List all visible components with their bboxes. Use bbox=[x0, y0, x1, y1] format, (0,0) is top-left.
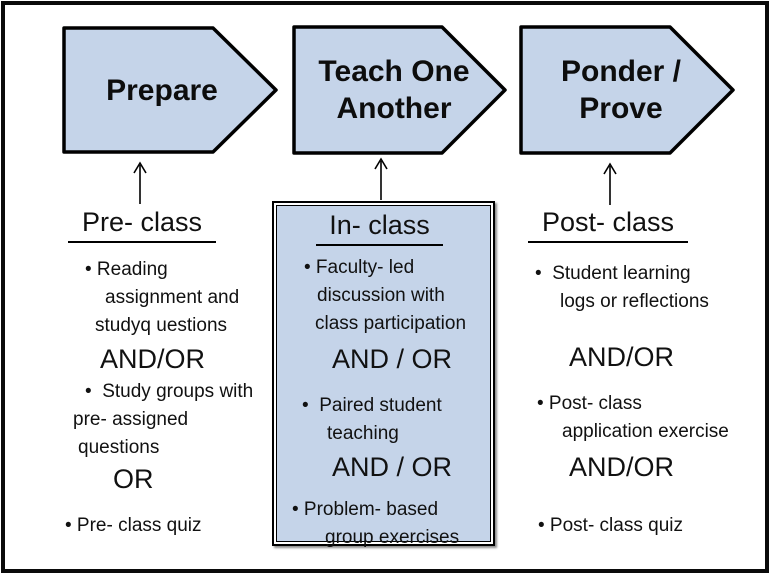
list-item: logs or reflections bbox=[560, 291, 709, 312]
post-class-heading: Post- class bbox=[505, 206, 755, 243]
conjunction: AND/OR bbox=[100, 344, 206, 374]
heading-text: Post- class bbox=[528, 206, 688, 243]
phase-label-teach-one-another: Teach One Another bbox=[318, 55, 470, 125]
list-item: pre- assigned bbox=[73, 409, 189, 430]
up-arrow-icon bbox=[131, 160, 149, 209]
list-item: • Reading bbox=[85, 259, 168, 280]
list-item: • Problem- based bbox=[292, 499, 439, 520]
chevron-teach-one-another: Teach One Another bbox=[292, 25, 509, 155]
in-class-box-inner: In- class • Faculty- led discussion with… bbox=[276, 205, 491, 548]
list-item: • Student learning bbox=[535, 263, 691, 284]
heading-text: Pre- class bbox=[68, 206, 216, 243]
conjunction: AND/OR bbox=[569, 452, 675, 482]
list-item: assignment and bbox=[105, 287, 240, 308]
list-item: • Paired student bbox=[302, 395, 442, 416]
chevron-shape bbox=[519, 25, 735, 155]
list-item: application exercise bbox=[562, 421, 729, 442]
conjunction: AND / OR bbox=[332, 452, 453, 482]
list-item: • Pre- class quiz bbox=[65, 515, 202, 536]
list-item: • Post- class quiz bbox=[538, 515, 683, 536]
phase-label-prepare: Prepare bbox=[106, 73, 218, 107]
list-item: group exercises bbox=[325, 527, 460, 548]
in-class-box: In- class • Faculty- led discussion with… bbox=[272, 201, 495, 548]
chevron-shape bbox=[292, 25, 507, 155]
heading-text: In- class bbox=[315, 209, 444, 246]
conjunction: AND / OR bbox=[332, 344, 453, 374]
up-arrow-icon bbox=[601, 161, 619, 210]
conjunction: AND/OR bbox=[569, 342, 675, 372]
pre-class-column: Pre- class • Reading assignment and stud… bbox=[62, 206, 274, 540]
chevron-shape bbox=[62, 26, 278, 154]
pre-class-heading: Pre- class bbox=[62, 206, 274, 243]
list-item: studyq uestions bbox=[95, 315, 228, 336]
phase-label-ponder-prove: Ponder / Prove bbox=[560, 55, 681, 125]
post-class-column: Post- class • Student learning logs or r… bbox=[505, 206, 755, 540]
list-item: class participation bbox=[315, 313, 467, 334]
in-class-heading: In- class bbox=[277, 209, 490, 246]
list-item: teaching bbox=[327, 423, 399, 444]
list-item: questions bbox=[78, 437, 160, 458]
conjunction: OR bbox=[113, 464, 154, 494]
list-item: • Faculty- led bbox=[304, 257, 415, 278]
list-item: discussion with bbox=[317, 285, 445, 306]
up-arrow-icon bbox=[372, 156, 390, 205]
list-item: • Post- class bbox=[537, 393, 642, 414]
chevron-prepare: Prepare bbox=[62, 26, 280, 154]
chevron-ponder-prove: Ponder / Prove bbox=[519, 25, 737, 155]
list-item: • Study groups with bbox=[85, 381, 254, 402]
